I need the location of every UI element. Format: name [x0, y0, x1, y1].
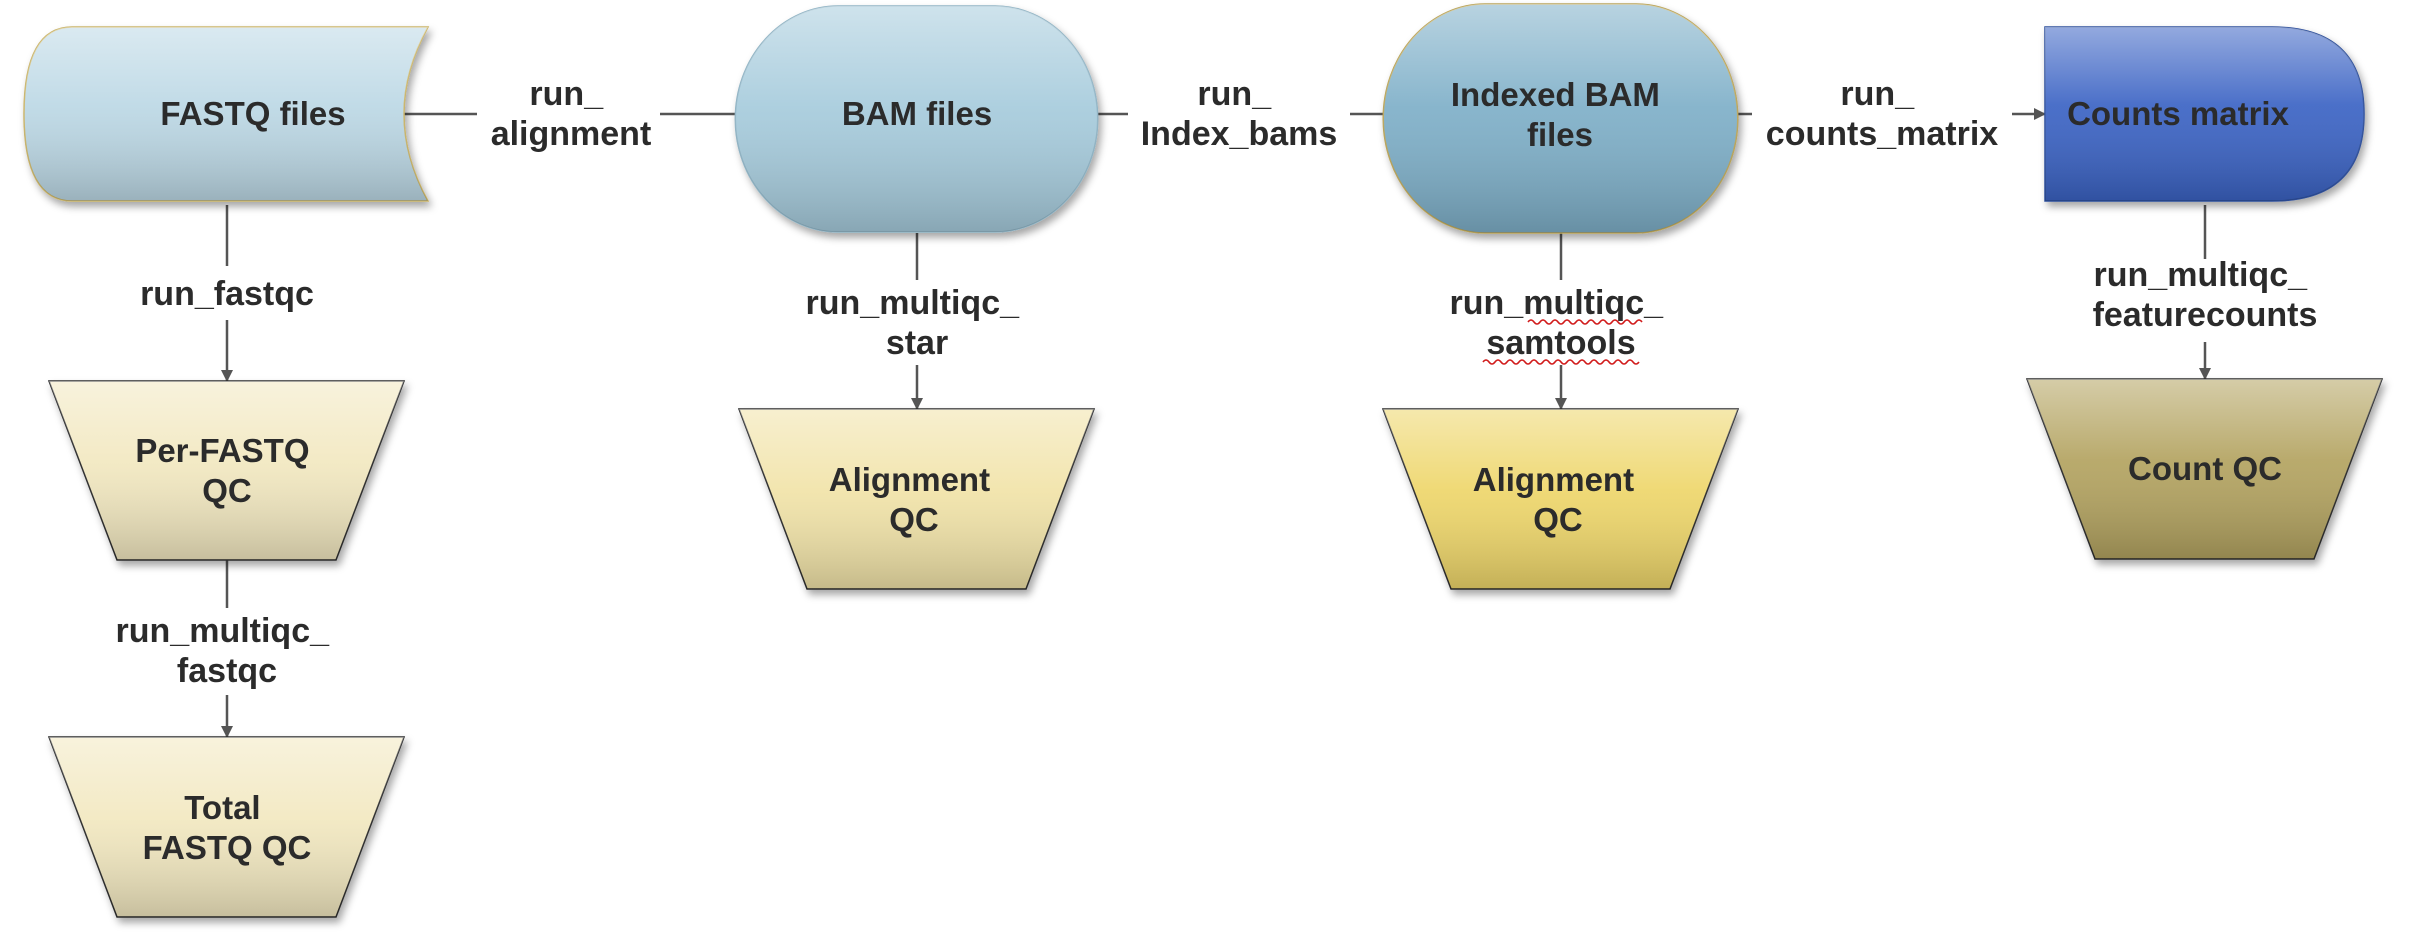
node-count-qc[interactable]: Count QC [2025, 378, 2384, 560]
node-label: Alignment QC [829, 461, 1000, 538]
node-label: Alignment QC [1473, 461, 1644, 538]
node-per-fastq-qc[interactable]: Per-FASTQ QC [47, 380, 406, 561]
edge-label-run-counts-matrix: run_ counts_matrix [1766, 75, 1998, 153]
edge-label-run-index-bams: run_ Index_bams [1141, 75, 1338, 153]
node-label: Total FASTQ QC [143, 789, 312, 866]
node-counts-matrix[interactable]: Counts matrix [2044, 26, 2365, 202]
node-label: Count QC [2128, 450, 2282, 487]
edge-label-run-multiqc-fastqc: run_multiqc_ fastqc [116, 612, 339, 690]
spellcheck-underline [1527, 319, 1643, 325]
edge-label-run-alignment: run_ alignment [491, 75, 652, 153]
node-alignment-qc-star[interactable]: Alignment QC [737, 408, 1096, 590]
node-indexed-bam-files[interactable]: Indexed BAM files [1382, 3, 1739, 234]
spellcheck-underline [1482, 359, 1640, 365]
node-alignment-qc-samtools[interactable]: Alignment QC [1381, 408, 1740, 590]
edge-label-run-fastqc: run_fastqc [140, 275, 314, 313]
node-label: FASTQ files [160, 95, 345, 132]
edge-label-run-multiqc-samtools: run_multiqc_ samtools [1450, 284, 1673, 362]
node-total-fastq-qc[interactable]: Total FASTQ QC [47, 736, 406, 918]
edge-label-run-multiqc-star: run_multiqc_ star [806, 284, 1029, 362]
node-label: BAM files [842, 95, 992, 132]
node-label: Counts matrix [2067, 95, 2290, 132]
edge-label-run-multiqc-featurecounts: run_multiqc_ featurecounts [2093, 256, 2318, 334]
node-label: Per-FASTQ QC [135, 432, 318, 509]
node-label: Indexed BAM files [1451, 76, 1669, 153]
node-fastq-files[interactable]: FASTQ files [23, 26, 430, 202]
node-bam-files[interactable]: BAM files [734, 5, 1099, 233]
